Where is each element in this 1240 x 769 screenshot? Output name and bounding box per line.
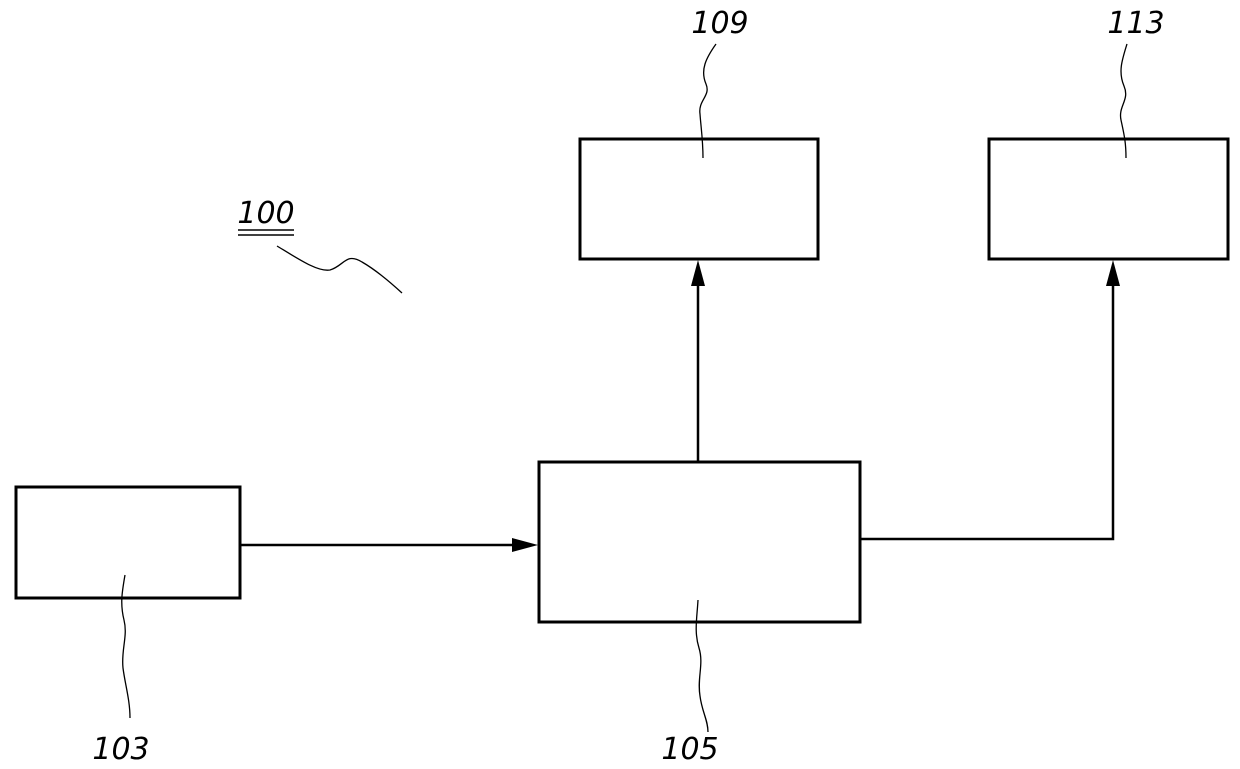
- ref-label-100: 100: [237, 196, 294, 231]
- connection-103-to-105: [240, 538, 538, 552]
- connection-105-to-113: [860, 260, 1120, 539]
- block-103: [16, 487, 240, 598]
- ref-label-105: 105: [661, 732, 718, 767]
- ref-label-109: 109: [691, 6, 748, 41]
- arrowhead-into-105: [512, 538, 538, 552]
- ref-label-113: 113: [1107, 6, 1164, 41]
- arrowhead-into-113: [1106, 260, 1120, 286]
- block-109: [580, 139, 818, 259]
- leader-line-100: [277, 246, 402, 293]
- arrowhead-into-109: [691, 260, 705, 286]
- block-105: [539, 462, 860, 622]
- ref-label-103: 103: [92, 732, 149, 767]
- system-ref-100: 100: [237, 196, 294, 235]
- connection-105-to-109: [691, 260, 705, 462]
- block-113: [989, 139, 1228, 259]
